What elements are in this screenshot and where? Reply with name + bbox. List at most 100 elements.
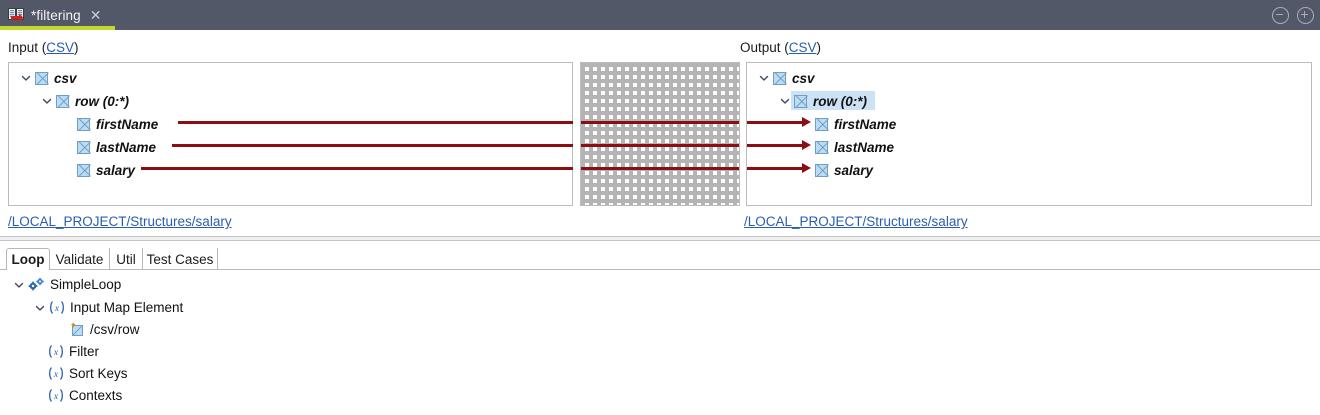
- input-node-label: csv: [54, 70, 77, 86]
- output-tree-node-salary[interactable]: salary: [815, 160, 873, 180]
- svg-text:x: x: [54, 304, 60, 314]
- chevron-down-icon[interactable]: [33, 301, 47, 315]
- output-label-suffix: ): [816, 40, 822, 55]
- output-label-prefix: Output (: [740, 40, 789, 55]
- checkbox-x-icon[interactable]: [35, 71, 48, 85]
- mapping-line-salary-left[interactable]: [141, 167, 573, 170]
- mapping-line-lastname-mid[interactable]: [581, 144, 739, 147]
- output-tree-node-firstname[interactable]: firstName: [815, 114, 896, 134]
- svg-text:x: x: [53, 370, 59, 380]
- output-row-selection-highlight: [791, 91, 875, 110]
- loop-node-label: Filter: [69, 344, 99, 359]
- active-tab-accent-bar: [0, 26, 115, 30]
- grid-line-v: [668, 63, 669, 205]
- minimize-icon[interactable]: [1272, 6, 1289, 24]
- checkbox-x-icon[interactable]: [815, 163, 828, 177]
- loop-node-label: SimpleLoop: [50, 277, 122, 292]
- output-structure-path-link[interactable]: /LOCAL_PROJECT/Structures/salary: [744, 214, 968, 229]
- input-structure-path-link[interactable]: /LOCAL_PROJECT/Structures/salary: [8, 214, 232, 229]
- loop-tree-panel[interactable]: SimpleLoop x Input Map Element: [0, 272, 1320, 415]
- loop-tree-node-contexts[interactable]: x Contexts: [48, 385, 122, 406]
- input-label-suffix: ): [74, 40, 79, 55]
- output-tree-panel[interactable]: csv row (0:*) firstName lastName salary: [746, 62, 1312, 206]
- fx-icon: x: [49, 300, 65, 315]
- mapping-arrow-firstname: [802, 117, 811, 127]
- output-node-label: salary: [834, 162, 874, 178]
- tab-validate[interactable]: Validate: [50, 248, 110, 270]
- mapping-line-lastname-right[interactable]: [747, 144, 803, 147]
- mapping-line-firstname-left[interactable]: [178, 121, 573, 124]
- title-bar: *filtering ✕: [0, 0, 1320, 30]
- tab-util[interactable]: Util: [110, 248, 143, 270]
- maximize-icon[interactable]: [1297, 6, 1314, 24]
- output-tree-node-lastname[interactable]: lastName: [815, 137, 894, 157]
- output-tree-node-csv[interactable]: csv: [757, 68, 815, 88]
- editor-tab-filtering[interactable]: *filtering ✕: [0, 0, 102, 30]
- output-panel-label: Output (CSV): [740, 40, 821, 55]
- mapping-arrow-lastname: [802, 140, 811, 150]
- input-tree-panel[interactable]: csv row (0:*) firstName lastName salary: [8, 62, 573, 206]
- bottom-tab-bar: Loop Validate Util Test Cases: [0, 248, 1320, 270]
- tab-test-cases[interactable]: Test Cases: [143, 248, 218, 270]
- mapping-line-salary-mid[interactable]: [581, 167, 739, 170]
- chevron-down-icon[interactable]: [12, 278, 26, 292]
- input-node-label: salary: [96, 162, 136, 178]
- output-node-label: firstName: [834, 116, 897, 132]
- svg-text:x: x: [53, 348, 59, 358]
- checkbox-x-icon[interactable]: [794, 94, 807, 108]
- checkbox-x-icon[interactable]: [77, 163, 90, 177]
- grid-line-v: [645, 63, 646, 205]
- checkbox-x-icon[interactable]: [815, 117, 828, 131]
- output-tree-node-row[interactable]: row (0:*): [778, 91, 867, 111]
- input-tree-node-csv[interactable]: csv: [19, 68, 77, 88]
- fx-icon: x: [48, 366, 64, 381]
- mapping-file-icon: [8, 7, 24, 23]
- input-node-label: row (0:*): [75, 93, 129, 109]
- loop-tree-node-csv-row[interactable]: /csv/row: [70, 319, 140, 340]
- loop-tree-node-simpleloop[interactable]: SimpleLoop: [12, 274, 121, 295]
- input-label-prefix: Input (: [8, 40, 47, 55]
- input-node-label: lastName: [96, 139, 157, 155]
- loop-node-label: Contexts: [69, 388, 123, 403]
- input-tree-node-salary[interactable]: salary: [77, 160, 135, 180]
- tab-loop[interactable]: Loop: [6, 248, 50, 270]
- input-tree-node-firstname[interactable]: firstName: [77, 114, 158, 134]
- mapping-line-lastname-left[interactable]: [172, 144, 573, 147]
- chevron-down-icon[interactable]: [757, 71, 771, 85]
- loop-tree-node-input-map-element[interactable]: x Input Map Element: [33, 297, 183, 318]
- fx-icon: x: [48, 344, 64, 359]
- checkbox-x-icon[interactable]: [77, 140, 90, 154]
- close-icon[interactable]: ✕: [89, 7, 102, 23]
- mapping-line-salary-right[interactable]: [747, 167, 803, 170]
- grid-line-h: [581, 99, 739, 100]
- output-node-label: csv: [792, 70, 815, 86]
- chevron-down-icon[interactable]: [40, 94, 54, 108]
- checkbox-x-icon[interactable]: [77, 117, 90, 131]
- chevron-down-icon[interactable]: [19, 71, 33, 85]
- loop-tree-node-filter[interactable]: x Filter: [48, 341, 99, 362]
- checkbox-x-icon[interactable]: [815, 140, 828, 154]
- input-node-label: firstName: [96, 116, 159, 132]
- chevron-down-icon[interactable]: [778, 94, 792, 108]
- mapping-line-firstname-right[interactable]: [747, 121, 803, 124]
- loop-node-label: Input Map Element: [70, 300, 184, 315]
- mapping-arrow-salary: [802, 163, 811, 173]
- checkbox-x-icon[interactable]: [56, 94, 69, 108]
- mapping-canvas-grid[interactable]: [580, 62, 740, 206]
- loop-tree-node-sort-keys[interactable]: x Sort Keys: [48, 363, 128, 384]
- output-csv-link[interactable]: CSV: [788, 40, 817, 55]
- gears-icon: [28, 277, 45, 292]
- input-tree-node-row[interactable]: row (0:*): [40, 91, 129, 111]
- output-node-label: lastName: [834, 139, 895, 155]
- checkbox-x-icon[interactable]: [773, 71, 786, 85]
- input-tree-node-lastname[interactable]: lastName: [77, 137, 156, 157]
- grid-line-h: [581, 76, 739, 77]
- grid-line-v: [691, 63, 692, 205]
- splitter-sash[interactable]: [0, 236, 1320, 241]
- map-element-icon: [70, 322, 85, 337]
- grid-line-v: [622, 63, 623, 205]
- loop-node-label: Sort Keys: [69, 366, 128, 381]
- input-csv-link[interactable]: CSV: [46, 40, 75, 55]
- grid-line-v: [714, 63, 715, 205]
- mapping-line-firstname-mid[interactable]: [581, 121, 739, 124]
